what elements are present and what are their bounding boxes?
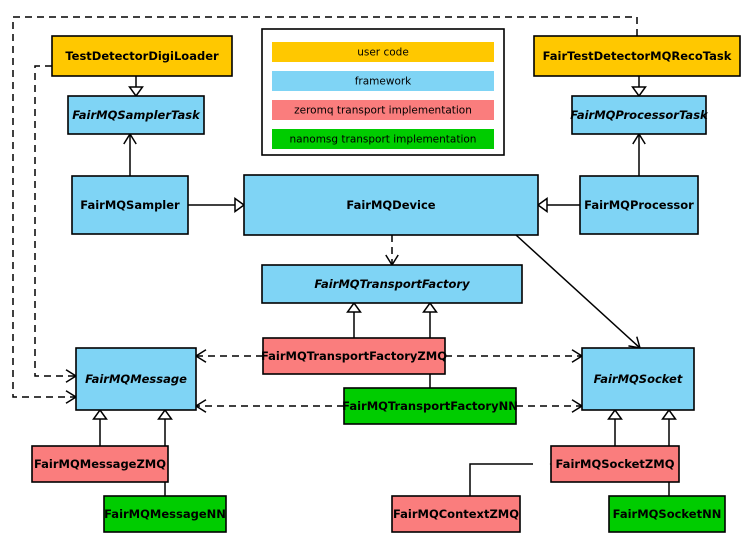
edge-dependency-factoryzmq-socket [445, 349, 584, 363]
class-node-fairmqsocketzmq[interactable]: FairMQSocketZMQ [550, 445, 680, 483]
edge-association-device-socket [515, 234, 642, 349]
class-box[interactable] [391, 495, 521, 533]
edge-path [12, 16, 638, 398]
class-node-fairmqdevice[interactable]: FairMQDevice [243, 174, 539, 236]
legend-layer: user code framework zeromq transport imple… [261, 28, 505, 156]
class-node-fairmqprocessortask[interactable]: FairMQProcessorTask [570, 95, 709, 135]
edge-inheritance-processor-device [536, 197, 580, 213]
class-node-fairmqtransportfactoryzmq[interactable]: FairMQTransportFactoryZMQ [261, 337, 447, 375]
class-box[interactable] [51, 35, 233, 77]
class-node-fairmqtransportfactorynn[interactable]: FairMQTransportFactoryNN [342, 387, 518, 425]
edge-dependency-factorynn-message [194, 399, 344, 413]
legend-item-1: framework [272, 71, 494, 91]
class-box[interactable] [31, 445, 169, 483]
edge-association-sampler-samplertask [123, 132, 137, 176]
class-box[interactable] [243, 174, 539, 236]
class-box[interactable] [75, 347, 197, 411]
legend-swatch [272, 71, 494, 91]
class-box[interactable] [103, 495, 227, 533]
class-box[interactable] [343, 387, 517, 425]
legend-swatch [272, 129, 494, 149]
edge-path [34, 65, 75, 377]
legend-item-3: nanomsg transport implementation [272, 129, 494, 149]
class-node-fairmqcontextzmq[interactable]: FairMQContextZMQ [391, 495, 521, 533]
class-node-fairmqsamplertask[interactable]: FairMQSamplerTask [67, 95, 205, 135]
edge-dependency-factoryzmq-message [194, 349, 263, 363]
edge-inheritance-sampler-device [188, 197, 246, 213]
class-node-testdetectordigiloader[interactable]: TestDetectorDigiLoader [51, 35, 233, 77]
class-node-fairmqsocket[interactable]: FairMQSocket [581, 347, 695, 411]
legend-swatch [272, 42, 494, 62]
class-box[interactable] [579, 175, 699, 235]
class-box[interactable] [581, 347, 695, 411]
edge-dependency-device-transportfactory [385, 235, 399, 267]
edge-path [515, 234, 641, 349]
legend: user code framework zeromq transport imple… [261, 28, 505, 156]
class-box[interactable] [261, 264, 523, 304]
class-node-fairtestdetectormqrecotask[interactable]: FairTestDetectorMQRecoTask [533, 35, 741, 77]
class-node-fairmqmessagezmq[interactable]: FairMQMessageZMQ [31, 445, 169, 483]
class-node-fairmqprocessor[interactable]: FairMQProcessor [579, 175, 699, 235]
class-box[interactable] [608, 495, 726, 533]
class-box[interactable] [67, 95, 205, 135]
edge-inheritance-messagezmq-message [92, 408, 108, 446]
legend-item-2: zeromq transport implementation [272, 100, 494, 120]
legend-swatch [272, 100, 494, 120]
edge-inheritance-factoryzmq-transportfactory [346, 301, 362, 338]
class-box[interactable] [262, 337, 446, 375]
class-node-fairmqmessagenn[interactable]: FairMQMessageNN [103, 495, 227, 533]
edge-association-processor-processortask [632, 132, 646, 176]
class-box[interactable] [550, 445, 680, 483]
class-box[interactable] [71, 175, 189, 235]
edge-inheritance-socketzmq-socket [607, 408, 623, 446]
class-node-fairmqsocketnn[interactable]: FairMQSocketNN [608, 495, 726, 533]
edge-dependency-factorynn-socket [516, 399, 584, 413]
class-box[interactable] [571, 95, 707, 135]
legend-item-0: user code [272, 42, 494, 62]
edge-inheritance-digiloader-samplertask [128, 76, 144, 98]
class-node-fairmqtransportfactory[interactable]: FairMQTransportFactory [261, 264, 523, 304]
class-node-fairmqsampler[interactable]: FairMQSampler [71, 175, 189, 235]
edge-inheritance-recotask-processortask [631, 76, 647, 98]
class-node-fairmqmessage[interactable]: FairMQMessage [75, 347, 197, 411]
edge-path [469, 463, 533, 496]
class-box[interactable] [533, 35, 741, 77]
